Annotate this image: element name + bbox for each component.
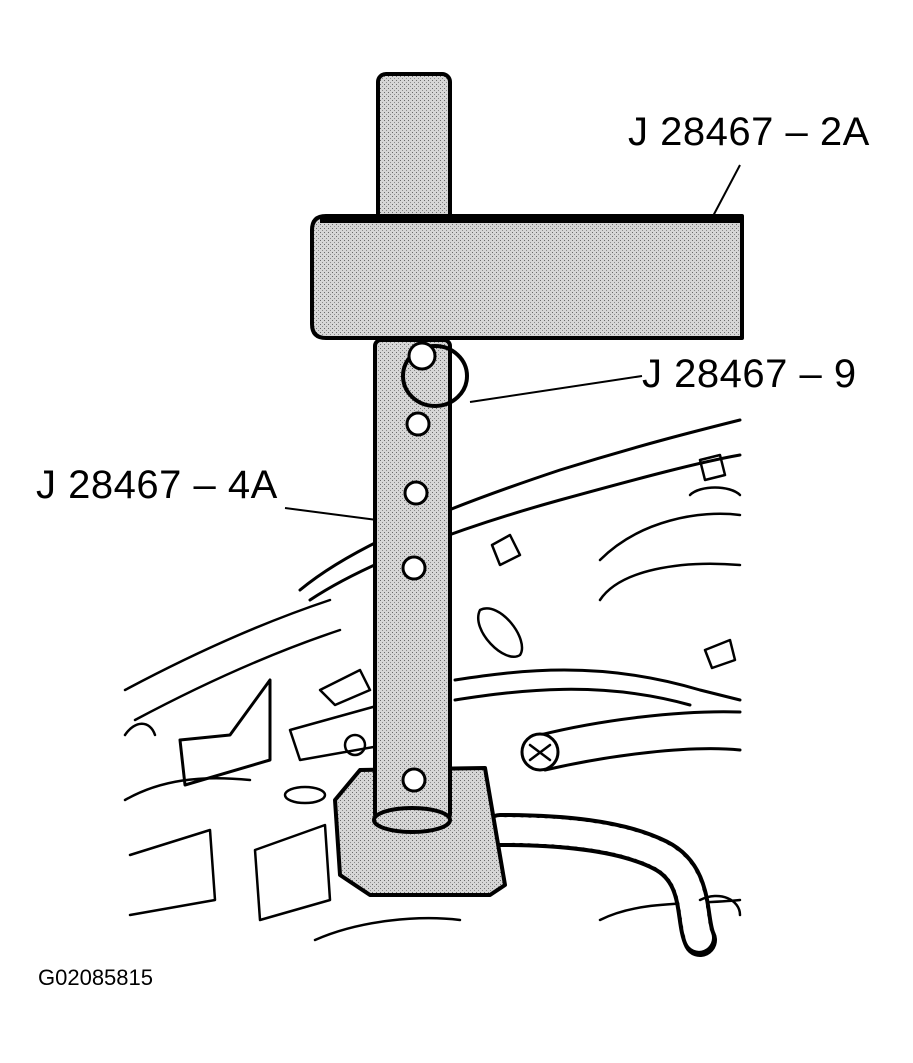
leader-pin: [469, 375, 643, 403]
horizontal-bar: [310, 214, 744, 340]
callout-pin-label: J 28467 – 9: [642, 352, 857, 396]
engine-background: [123, 418, 742, 957]
post-top-stub: [376, 72, 452, 226]
figure-id: G02085815: [38, 965, 153, 990]
retaining-pin: [401, 341, 469, 408]
leader-post: [284, 507, 378, 521]
leader-bar: [711, 164, 741, 219]
vertical-post: [372, 338, 452, 834]
callout-post-label: J 28467 – 4A: [36, 463, 278, 507]
callout-bar-label: J 28467 – 2A: [628, 110, 870, 154]
